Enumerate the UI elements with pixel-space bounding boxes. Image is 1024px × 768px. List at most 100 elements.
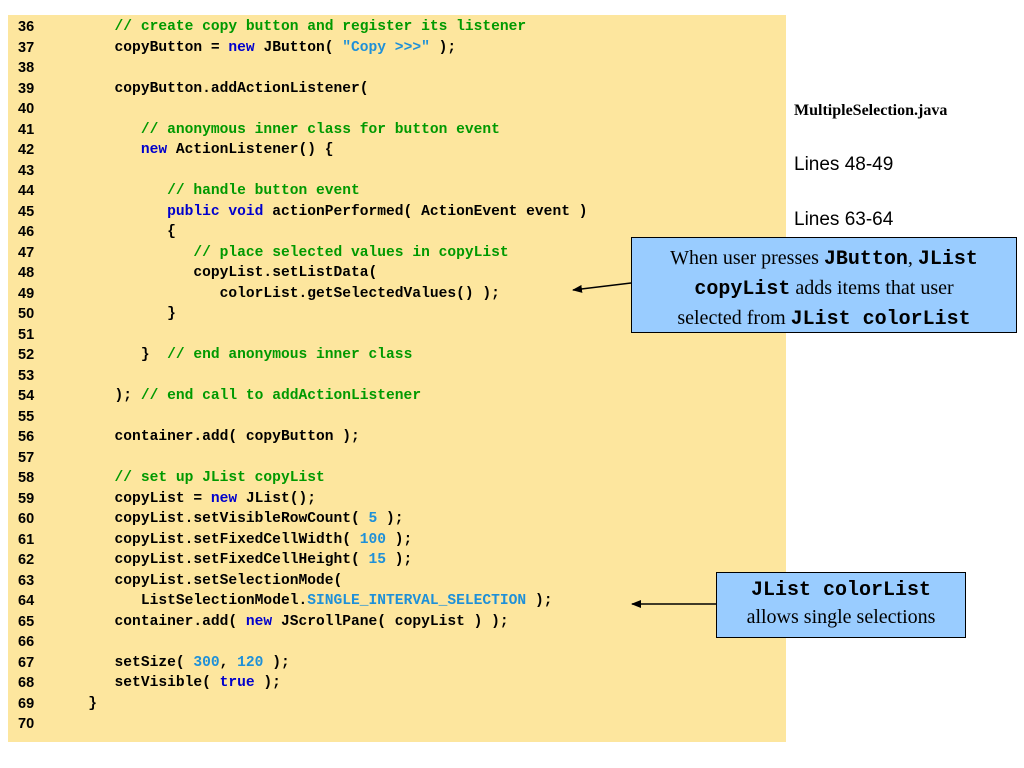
line-number: 59 (18, 490, 35, 507)
code-token-comment: // end anonymous inner class (167, 347, 413, 363)
line-number: 64 (18, 593, 35, 609)
code-text: copyButton.addActionListener( (62, 79, 369, 99)
code-text: // place selected values in copyList (62, 243, 509, 263)
code-text: copyList.setVisibleRowCount( 5 ); (62, 509, 404, 529)
code-text: colorList.getSelectedValues() ); (62, 284, 500, 304)
callout-code-jlist-colorlist-2: JList colorList (750, 579, 932, 602)
code-token-plain: copyButton = (114, 39, 229, 56)
line-number: 69 (18, 695, 35, 712)
code-token-plain: container.add( (114, 613, 246, 630)
code-token-plain: JList(); (237, 490, 316, 507)
code-token-literal: 15 (368, 552, 387, 568)
code-token-plain: ); (526, 593, 553, 609)
code-token-plain: copyList.setFixedCellWidth( (114, 531, 360, 548)
callout-copylist-line-3: selected from JList colorList (632, 304, 1016, 334)
code-token-plain: ); (429, 39, 457, 56)
callout-copylist-line-2: copyList adds items that user (632, 274, 1016, 304)
code-token-plain: ActionListener() { (167, 142, 334, 158)
code-token-plain: ); (254, 675, 281, 691)
code-token-plain: } (167, 306, 176, 322)
code-token-comment: // create copy button and register its l… (114, 19, 527, 35)
code-token-literal: 300 (193, 654, 220, 671)
callout-code-copylist: copyList (694, 278, 791, 301)
code-token-plain: ); (386, 552, 413, 568)
code-token-plain: colorList.getSelectedValues() ); (219, 285, 500, 302)
code-text: copyList.setFixedCellWidth( 100 ); (62, 530, 413, 550)
line-number: 70 (18, 716, 35, 732)
line-number: 38 (18, 60, 35, 76)
code-token-kw: new (140, 142, 168, 158)
line-number: 58 (18, 470, 35, 486)
line-number: 67 (18, 654, 35, 671)
line-number: 66 (18, 634, 35, 650)
code-token-literal: SINGLE_INTERVAL_SELECTION (307, 593, 527, 609)
code-token-plain: actionPerformed( ActionEvent event ) (263, 203, 588, 220)
code-token-plain: copyButton.addActionListener( (114, 80, 369, 97)
file-title: MultipleSelection.java (794, 102, 948, 119)
code-token-kw: true (219, 675, 255, 691)
code-text: } (62, 304, 176, 324)
code-text: copyList.setSelectionMode( (62, 571, 343, 591)
code-token-comment: // set up JList copyList (114, 470, 325, 486)
line-number: 47 (18, 244, 35, 261)
callout-code-jlist-colorlist: JList colorList (790, 308, 971, 331)
lines-label-63-64: Lines 63-64 (794, 209, 894, 230)
code-token-plain: copyList.setFixedCellHeight( (114, 552, 369, 568)
callout-colorlist: JList colorList allows single selections (716, 572, 966, 638)
code-token-kw: new (210, 490, 238, 507)
code-token-plain: ); (263, 654, 290, 671)
code-token-plain: ListSelectionModel. (140, 593, 308, 609)
code-text: // handle button event (62, 181, 360, 201)
line-number: 44 (18, 183, 35, 199)
line-number: 60 (18, 511, 35, 527)
code-token-comment: // anonymous inner class for button even… (140, 121, 500, 138)
code-token-kw: new (245, 613, 273, 630)
code-token-plain: copyList = (114, 490, 211, 507)
code-token-plain: ); (377, 511, 404, 527)
code-text: setSize( 300, 120 ); (62, 653, 290, 673)
callout-comma: , (907, 247, 913, 269)
code-token-plain: ); (114, 388, 141, 404)
code-token-plain: } (88, 695, 98, 712)
line-number: 50 (18, 306, 35, 322)
code-text: { (62, 222, 176, 242)
code-token-kw: new (228, 39, 255, 56)
code-token-literal: 120 (237, 654, 264, 671)
line-number: 46 (18, 224, 35, 240)
code-token-kw: public (167, 203, 220, 220)
code-token-plain: setSize( (114, 654, 194, 671)
code-token-plain: JScrollPane( copyList ) ); (272, 613, 509, 630)
line-number: 57 (18, 449, 35, 466)
code-listing-panel: 36 // create copy button and register it… (8, 15, 786, 742)
callout-code-jlist: JList (917, 248, 978, 271)
code-text: // anonymous inner class for button even… (62, 120, 500, 140)
line-number: 42 (18, 142, 35, 158)
code-token-comment: // handle button event (167, 183, 360, 199)
code-text: ListSelectionModel.SINGLE_INTERVAL_SELEC… (62, 591, 553, 611)
line-number: 68 (18, 675, 35, 691)
line-number: 43 (18, 162, 35, 179)
line-number: 48 (18, 265, 35, 281)
code-text: // set up JList copyList (62, 468, 325, 488)
code-token-kw: void (228, 203, 264, 220)
arrow-to-line-49 (572, 282, 632, 293)
code-token-comment: // place selected values in copyList (193, 244, 509, 261)
code-text: } (62, 694, 97, 714)
code-text: new ActionListener() { (62, 140, 334, 160)
code-token-plain: JButton( (254, 39, 343, 56)
code-token-plain: copyList.setVisibleRowCount( (114, 511, 369, 527)
callout-text-when-user-presses: When user presses (670, 247, 819, 269)
line-number: 51 (18, 326, 35, 343)
line-number: 41 (18, 121, 35, 138)
code-token-plain: container.add( copyButton ); (114, 429, 360, 445)
code-token-comment: // end call to addActionListener (140, 388, 422, 404)
callout-copylist: When user presses JButton, JList copyLis… (631, 237, 1017, 333)
line-number: 56 (18, 429, 35, 445)
code-text: copyList = new JList(); (62, 489, 316, 509)
code-text: copyList.setFixedCellHeight( 15 ); (62, 550, 413, 570)
line-number: 52 (18, 347, 35, 363)
lines-label-48-49: Lines 48-49 (794, 154, 894, 175)
line-number: 45 (18, 203, 35, 220)
code-text: } // end anonymous inner class (62, 345, 413, 365)
